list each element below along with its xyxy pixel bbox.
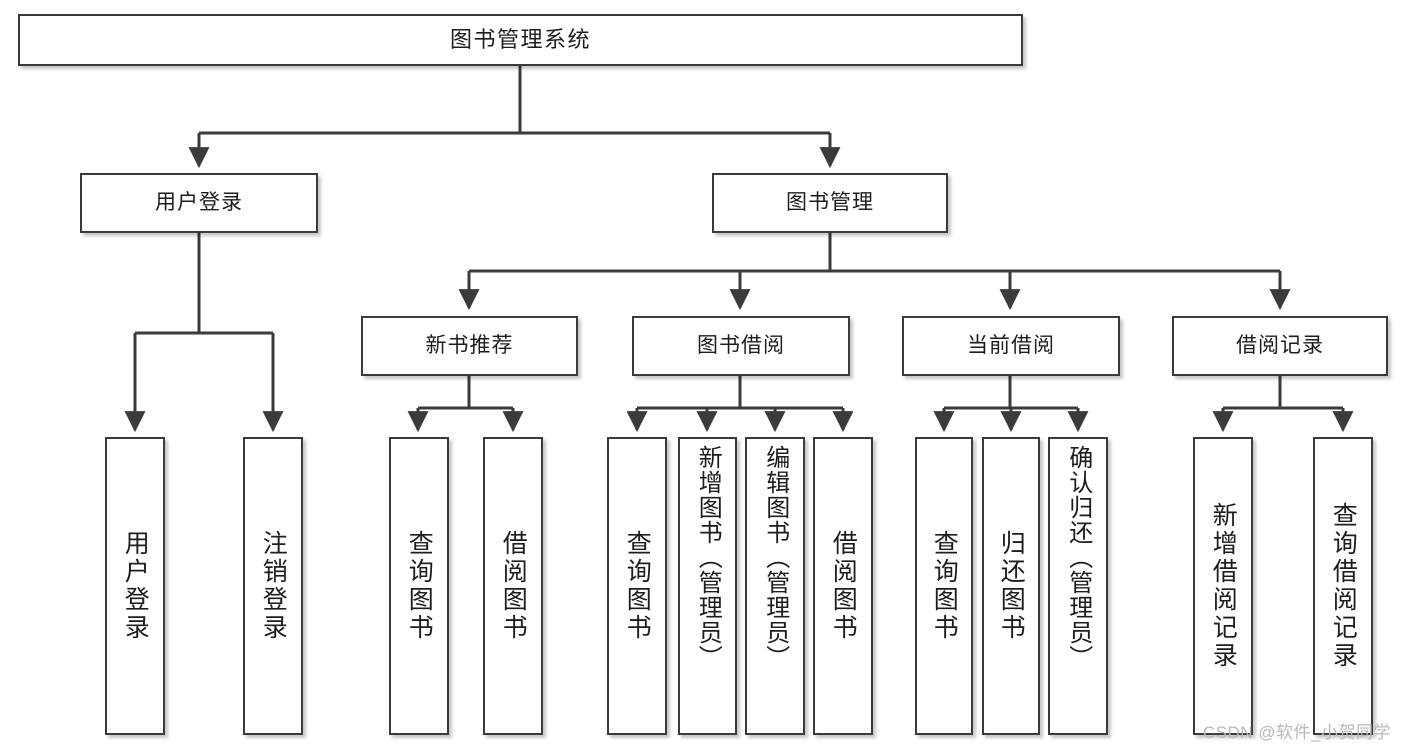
node-label: 图书管理: [786, 190, 874, 214]
leaf-add-borrow-record[interactable]: 新增借阅记录: [1193, 437, 1253, 735]
node-label: 用户登录: [121, 530, 150, 642]
node-root-book-management-system[interactable]: 图书管理系统: [18, 14, 1023, 66]
node-label: 编辑图书（管理员）: [761, 445, 789, 670]
leaf-query-book-borrow[interactable]: 查询图书: [607, 437, 667, 735]
leaf-query-book-recommend[interactable]: 查询图书: [389, 437, 449, 735]
node-borrow-record[interactable]: 借阅记录: [1172, 316, 1388, 376]
leaf-confirm-return-admin[interactable]: 确认归还（管理员）: [1048, 437, 1108, 735]
node-label: 查询借阅记录: [1329, 502, 1358, 670]
node-book-management[interactable]: 图书管理: [712, 173, 948, 233]
node-current-borrow[interactable]: 当前借阅: [902, 316, 1120, 376]
node-book-borrow[interactable]: 图书借阅: [632, 316, 850, 376]
node-label: 借阅图书: [829, 530, 858, 642]
node-label: 借阅图书: [499, 530, 528, 642]
node-label: 图书借阅: [697, 333, 785, 357]
leaf-logout[interactable]: 注销登录: [243, 437, 303, 735]
node-label: 注销登录: [259, 530, 288, 642]
node-label: 查询图书: [623, 530, 652, 642]
leaf-add-book-admin[interactable]: 新增图书（管理员）: [678, 437, 737, 735]
node-label: 查询图书: [405, 530, 434, 642]
node-label: 新增借阅记录: [1209, 502, 1238, 670]
leaf-borrow-book[interactable]: 借阅图书: [813, 437, 873, 735]
leaf-edit-book-admin[interactable]: 编辑图书（管理员）: [745, 437, 805, 735]
leaf-borrow-book-recommend[interactable]: 借阅图书: [483, 437, 543, 735]
node-label: 用户登录: [155, 190, 243, 214]
leaf-user-login[interactable]: 用户登录: [105, 437, 165, 735]
leaf-query-book-current[interactable]: 查询图书: [915, 437, 973, 735]
leaf-query-borrow-record[interactable]: 查询借阅记录: [1313, 437, 1373, 735]
node-label: 图书管理系统: [449, 27, 591, 53]
node-label: 借阅记录: [1236, 333, 1324, 357]
node-user-login[interactable]: 用户登录: [80, 173, 318, 233]
node-new-book-recommend[interactable]: 新书推荐: [361, 316, 578, 376]
node-label: 归还图书: [997, 530, 1026, 642]
leaf-return-book[interactable]: 归还图书: [982, 437, 1040, 735]
node-label: 查询图书: [930, 530, 959, 642]
node-label: 确认归还（管理员）: [1064, 445, 1092, 670]
watermark: CSDN @软件_小贺同学: [1202, 723, 1391, 742]
node-label: 新书推荐: [425, 333, 514, 357]
node-label: 新增图书（管理员）: [694, 445, 722, 670]
node-label: 当前借阅: [967, 333, 1055, 357]
